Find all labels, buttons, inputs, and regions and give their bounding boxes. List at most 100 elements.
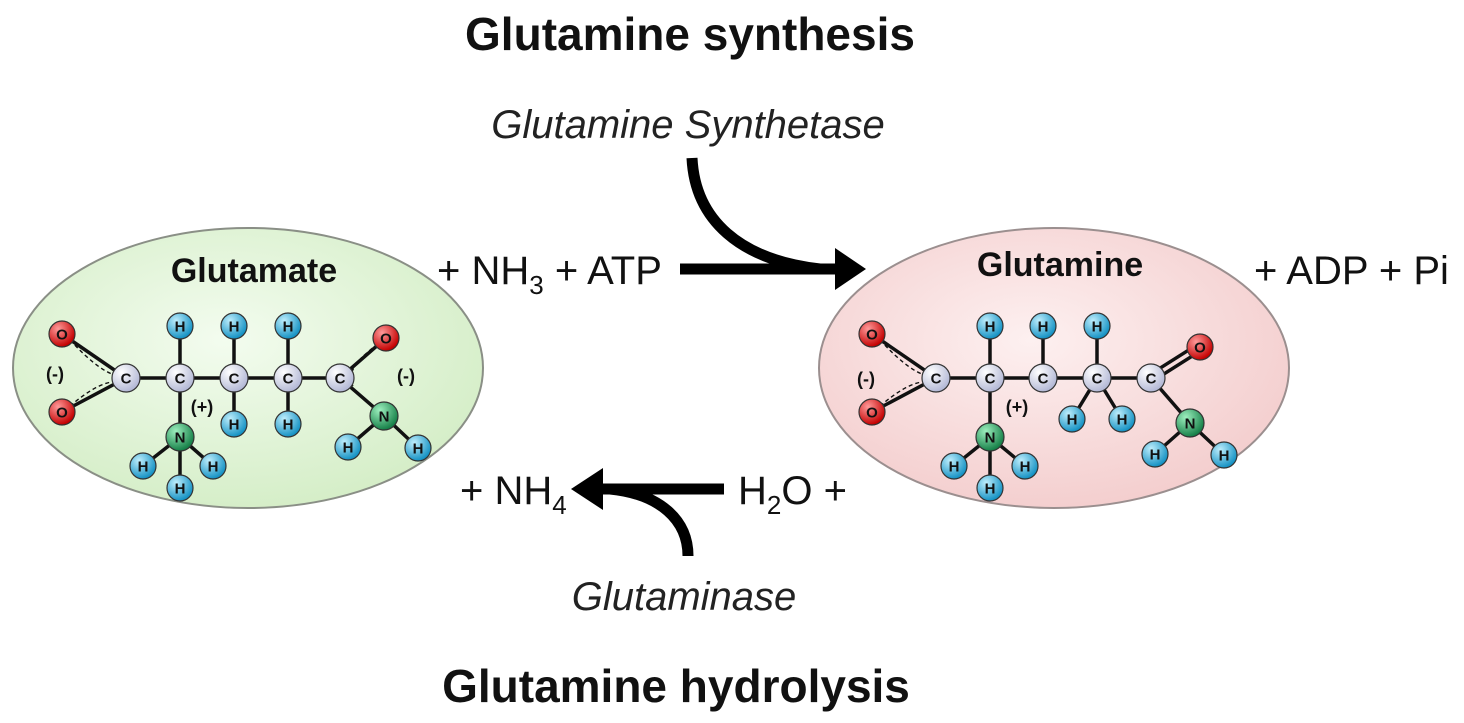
hydrogen-symbol: H — [1150, 447, 1161, 464]
oxygen-atom: O — [858, 320, 886, 348]
hydrogen-atom: H — [976, 474, 1004, 502]
nitrogen-atom: N — [165, 422, 195, 452]
carbon-symbol: C — [931, 371, 942, 388]
hydrogen-atom: H — [1083, 312, 1111, 340]
synthesis-arrow — [680, 157, 866, 290]
oxygen-symbol: O — [866, 327, 878, 344]
hydrogen-atom: H — [166, 474, 194, 502]
hydrogen-symbol: H — [343, 440, 354, 457]
oxygen-atom: O — [858, 398, 886, 426]
carbon-symbol: C — [121, 371, 132, 388]
hydrogen-atom: H — [129, 452, 157, 480]
oxygen-symbol: O — [56, 405, 68, 422]
synthesis-reactants: + NH3 + ATP — [437, 249, 662, 300]
hydrogen-atom: H — [1011, 452, 1039, 480]
title-synthesis: Glutamine synthesis — [465, 8, 915, 60]
resonance-dash — [879, 381, 923, 407]
negative-charge: (-) — [397, 366, 415, 386]
enzyme-glutaminase: Glutaminase — [572, 575, 797, 619]
glutamate-ellipse — [12, 227, 484, 509]
synthesis-products: + ADP + Pi — [1254, 249, 1449, 293]
carbon-symbol: C — [1146, 371, 1157, 388]
carbon-atom: C — [111, 363, 141, 393]
hydrogen-symbol: H — [229, 319, 240, 336]
negative-charge: (-) — [857, 369, 875, 389]
hydrogen-atom: H — [334, 433, 362, 461]
hydrogen-symbol: H — [208, 459, 219, 476]
hydrogen-atom: H — [404, 434, 432, 462]
hydrogen-atom: H — [274, 312, 302, 340]
carbon-atom: C — [165, 363, 195, 393]
hydrogen-symbol: H — [1020, 459, 1031, 476]
hydrogen-symbol: H — [1117, 412, 1128, 429]
carbon-atom: C — [1082, 363, 1112, 393]
hydrogen-atom: H — [1108, 405, 1136, 433]
carbon-atom: C — [921, 363, 951, 393]
nitrogen-symbol: N — [175, 430, 186, 447]
carbon-atom: C — [1136, 363, 1166, 393]
nitrogen-atom: N — [975, 422, 1005, 452]
hydrogen-symbol: H — [1067, 412, 1078, 429]
enzyme-glutamine-synthetase: Glutamine Synthetase — [491, 103, 885, 147]
hydrogen-atom: H — [166, 312, 194, 340]
hydrogen-atom: H — [274, 410, 302, 438]
carbon-symbol: C — [175, 371, 186, 388]
oxygen-atom: O — [48, 320, 76, 348]
negative-charge: (-) — [46, 364, 64, 384]
nitrogen-symbol: N — [985, 430, 996, 447]
hydrogen-symbol: H — [229, 417, 240, 434]
reagent-h2o-subscript: 2 — [767, 490, 781, 520]
reagent-nh3-subscript: 3 — [529, 270, 543, 300]
hydrogen-symbol: H — [985, 481, 996, 498]
hydrogen-atom: H — [1141, 440, 1169, 468]
hydrogen-symbol: H — [413, 441, 424, 458]
reagent-atp: + ATP — [544, 249, 662, 293]
reagent-nh4-subscript: 4 — [552, 490, 566, 520]
reagent-nh3-prefix: + NH — [437, 249, 529, 293]
oxygen-symbol: O — [866, 405, 878, 422]
hydrogen-symbol: H — [138, 459, 149, 476]
hydrogen-symbol: H — [985, 319, 996, 336]
carbon-symbol: C — [283, 371, 294, 388]
hydrogen-symbol: H — [175, 481, 186, 498]
glutamine-label: Glutamine — [977, 246, 1143, 284]
oxygen-symbol: O — [1194, 340, 1206, 357]
resonance-dash — [351, 343, 379, 373]
hydrolysis-products: + NH4 — [460, 469, 567, 520]
hydrogen-symbol: H — [1092, 319, 1103, 336]
oxygen-symbol: O — [380, 331, 392, 348]
positive-charge: (+) — [191, 397, 214, 417]
hydrogen-symbol: H — [949, 459, 960, 476]
oxygen-atom: O — [1186, 333, 1214, 361]
hydrolysis-reactants: H2O + — [738, 469, 847, 520]
carbon-symbol: C — [1092, 371, 1103, 388]
hydrogen-atom: H — [1210, 441, 1238, 469]
hydrogen-atom: H — [199, 452, 227, 480]
hydrogen-symbol: H — [1038, 319, 1049, 336]
hydrogen-atom: H — [1058, 405, 1086, 433]
nitrogen-atom: N — [369, 401, 399, 431]
carbon-symbol: C — [1038, 371, 1049, 388]
carbon-atom: C — [219, 363, 249, 393]
hydrogen-symbol: H — [283, 417, 294, 434]
oxygen-atom: O — [372, 324, 400, 352]
resonance-dash — [69, 339, 113, 375]
nitrogen-symbol: N — [379, 409, 390, 426]
glutamate-label: Glutamate — [171, 252, 337, 290]
resonance-dash — [69, 381, 113, 407]
reagent-h2o-prefix: H — [738, 469, 767, 513]
reagent-nh4-prefix: + NH — [460, 469, 552, 513]
carbon-atom: C — [273, 363, 303, 393]
reagent-h2o-suffix: O + — [781, 469, 847, 513]
title-hydrolysis: Glutamine hydrolysis — [442, 660, 910, 712]
carbon-atom: C — [975, 363, 1005, 393]
oxygen-atom: O — [48, 398, 76, 426]
carbon-symbol: C — [985, 371, 996, 388]
hydrogen-atom: H — [940, 452, 968, 480]
carbon-atom: C — [1028, 363, 1058, 393]
positive-charge: (+) — [1006, 397, 1029, 417]
nitrogen-atom: N — [1175, 408, 1205, 438]
hydrogen-symbol: H — [283, 319, 294, 336]
